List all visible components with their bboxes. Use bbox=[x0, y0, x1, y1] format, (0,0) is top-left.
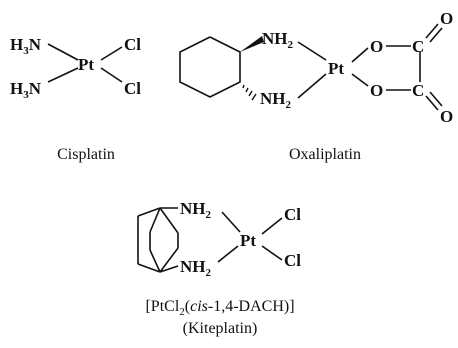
oxa-o-top: O bbox=[370, 37, 383, 56]
bond-nh2b-pt bbox=[217, 245, 239, 263]
oxa-c-bottom: C bbox=[412, 81, 424, 100]
oxaliplatin-structure: NH2 NH2 Pt O O C C O O bbox=[179, 9, 453, 126]
oxa-pt: Pt bbox=[328, 59, 344, 78]
kite-cl-top: Cl bbox=[284, 205, 301, 224]
kite-pt: Pt bbox=[240, 231, 256, 250]
double-bond-c1-o-a bbox=[425, 23, 439, 39]
bond-n1-pt bbox=[47, 43, 79, 61]
oxa-c-top: C bbox=[412, 37, 424, 56]
oxa-nh2-top: NH2 bbox=[262, 29, 294, 51]
bond-pt-cl1 bbox=[261, 217, 283, 235]
kiteplatin-structure: NH2 NH2 Pt Cl Cl bbox=[137, 199, 301, 279]
oxa-o-carbonyl-bottom: O bbox=[440, 107, 453, 126]
oxa-nh2-bottom: NH2 bbox=[260, 89, 292, 111]
oxa-o-bottom: O bbox=[370, 81, 383, 100]
bond-pt-cl1 bbox=[100, 46, 123, 61]
bond-pt-o2 bbox=[351, 73, 369, 87]
cage-bond-9 bbox=[149, 249, 161, 273]
hashed-bond bbox=[242, 84, 257, 101]
caption-cisplatin: Cisplatin bbox=[57, 146, 115, 163]
kite-cl-bottom: Cl bbox=[284, 251, 301, 270]
bond-c-nh2b bbox=[159, 265, 179, 273]
bond-nh2a-pt bbox=[221, 211, 241, 233]
oxa-o-carbonyl-top: O bbox=[440, 9, 453, 28]
kite-nh2-bottom: NH2 bbox=[180, 257, 212, 279]
cis-cl-bottom: Cl bbox=[124, 79, 141, 98]
double-bond-c2-o-b bbox=[429, 91, 443, 107]
cage-bond-1 bbox=[137, 207, 161, 217]
cage-bond-3 bbox=[137, 263, 161, 273]
bond-pt-cl2 bbox=[100, 67, 123, 83]
caption-kiteplatin-formula: [PtCl2(cis-1,4-DACH)] bbox=[145, 298, 295, 319]
caption-kiteplatin-name: (Kiteplatin) bbox=[182, 320, 258, 337]
cis-pt: Pt bbox=[78, 55, 94, 74]
wedge-bond bbox=[240, 36, 264, 52]
cage-bond-4 bbox=[159, 207, 179, 234]
bond-nh2a-pt bbox=[297, 41, 327, 61]
cis-h3n-bottom: H3N bbox=[10, 79, 42, 101]
double-bond-c1-o-b bbox=[429, 27, 443, 43]
cage-bond-7 bbox=[149, 207, 161, 233]
cisplatin-structure: H3N H3N Pt Cl Cl bbox=[10, 35, 141, 101]
bond-pt-cl2 bbox=[261, 245, 283, 261]
bond-pt-o1 bbox=[351, 47, 369, 63]
bond-n2-pt bbox=[47, 67, 79, 83]
cyclohexane-ring bbox=[179, 36, 241, 98]
kite-nh2-top: NH2 bbox=[180, 199, 212, 221]
bond-nh2b-pt bbox=[297, 73, 327, 99]
double-bond-c2-o-a bbox=[425, 95, 439, 111]
cis-cl-top: Cl bbox=[124, 35, 141, 54]
caption-oxaliplatin: Oxaliplatin bbox=[289, 146, 361, 163]
cage-bond-6 bbox=[159, 247, 179, 273]
cis-h3n-top: H3N bbox=[10, 35, 42, 57]
